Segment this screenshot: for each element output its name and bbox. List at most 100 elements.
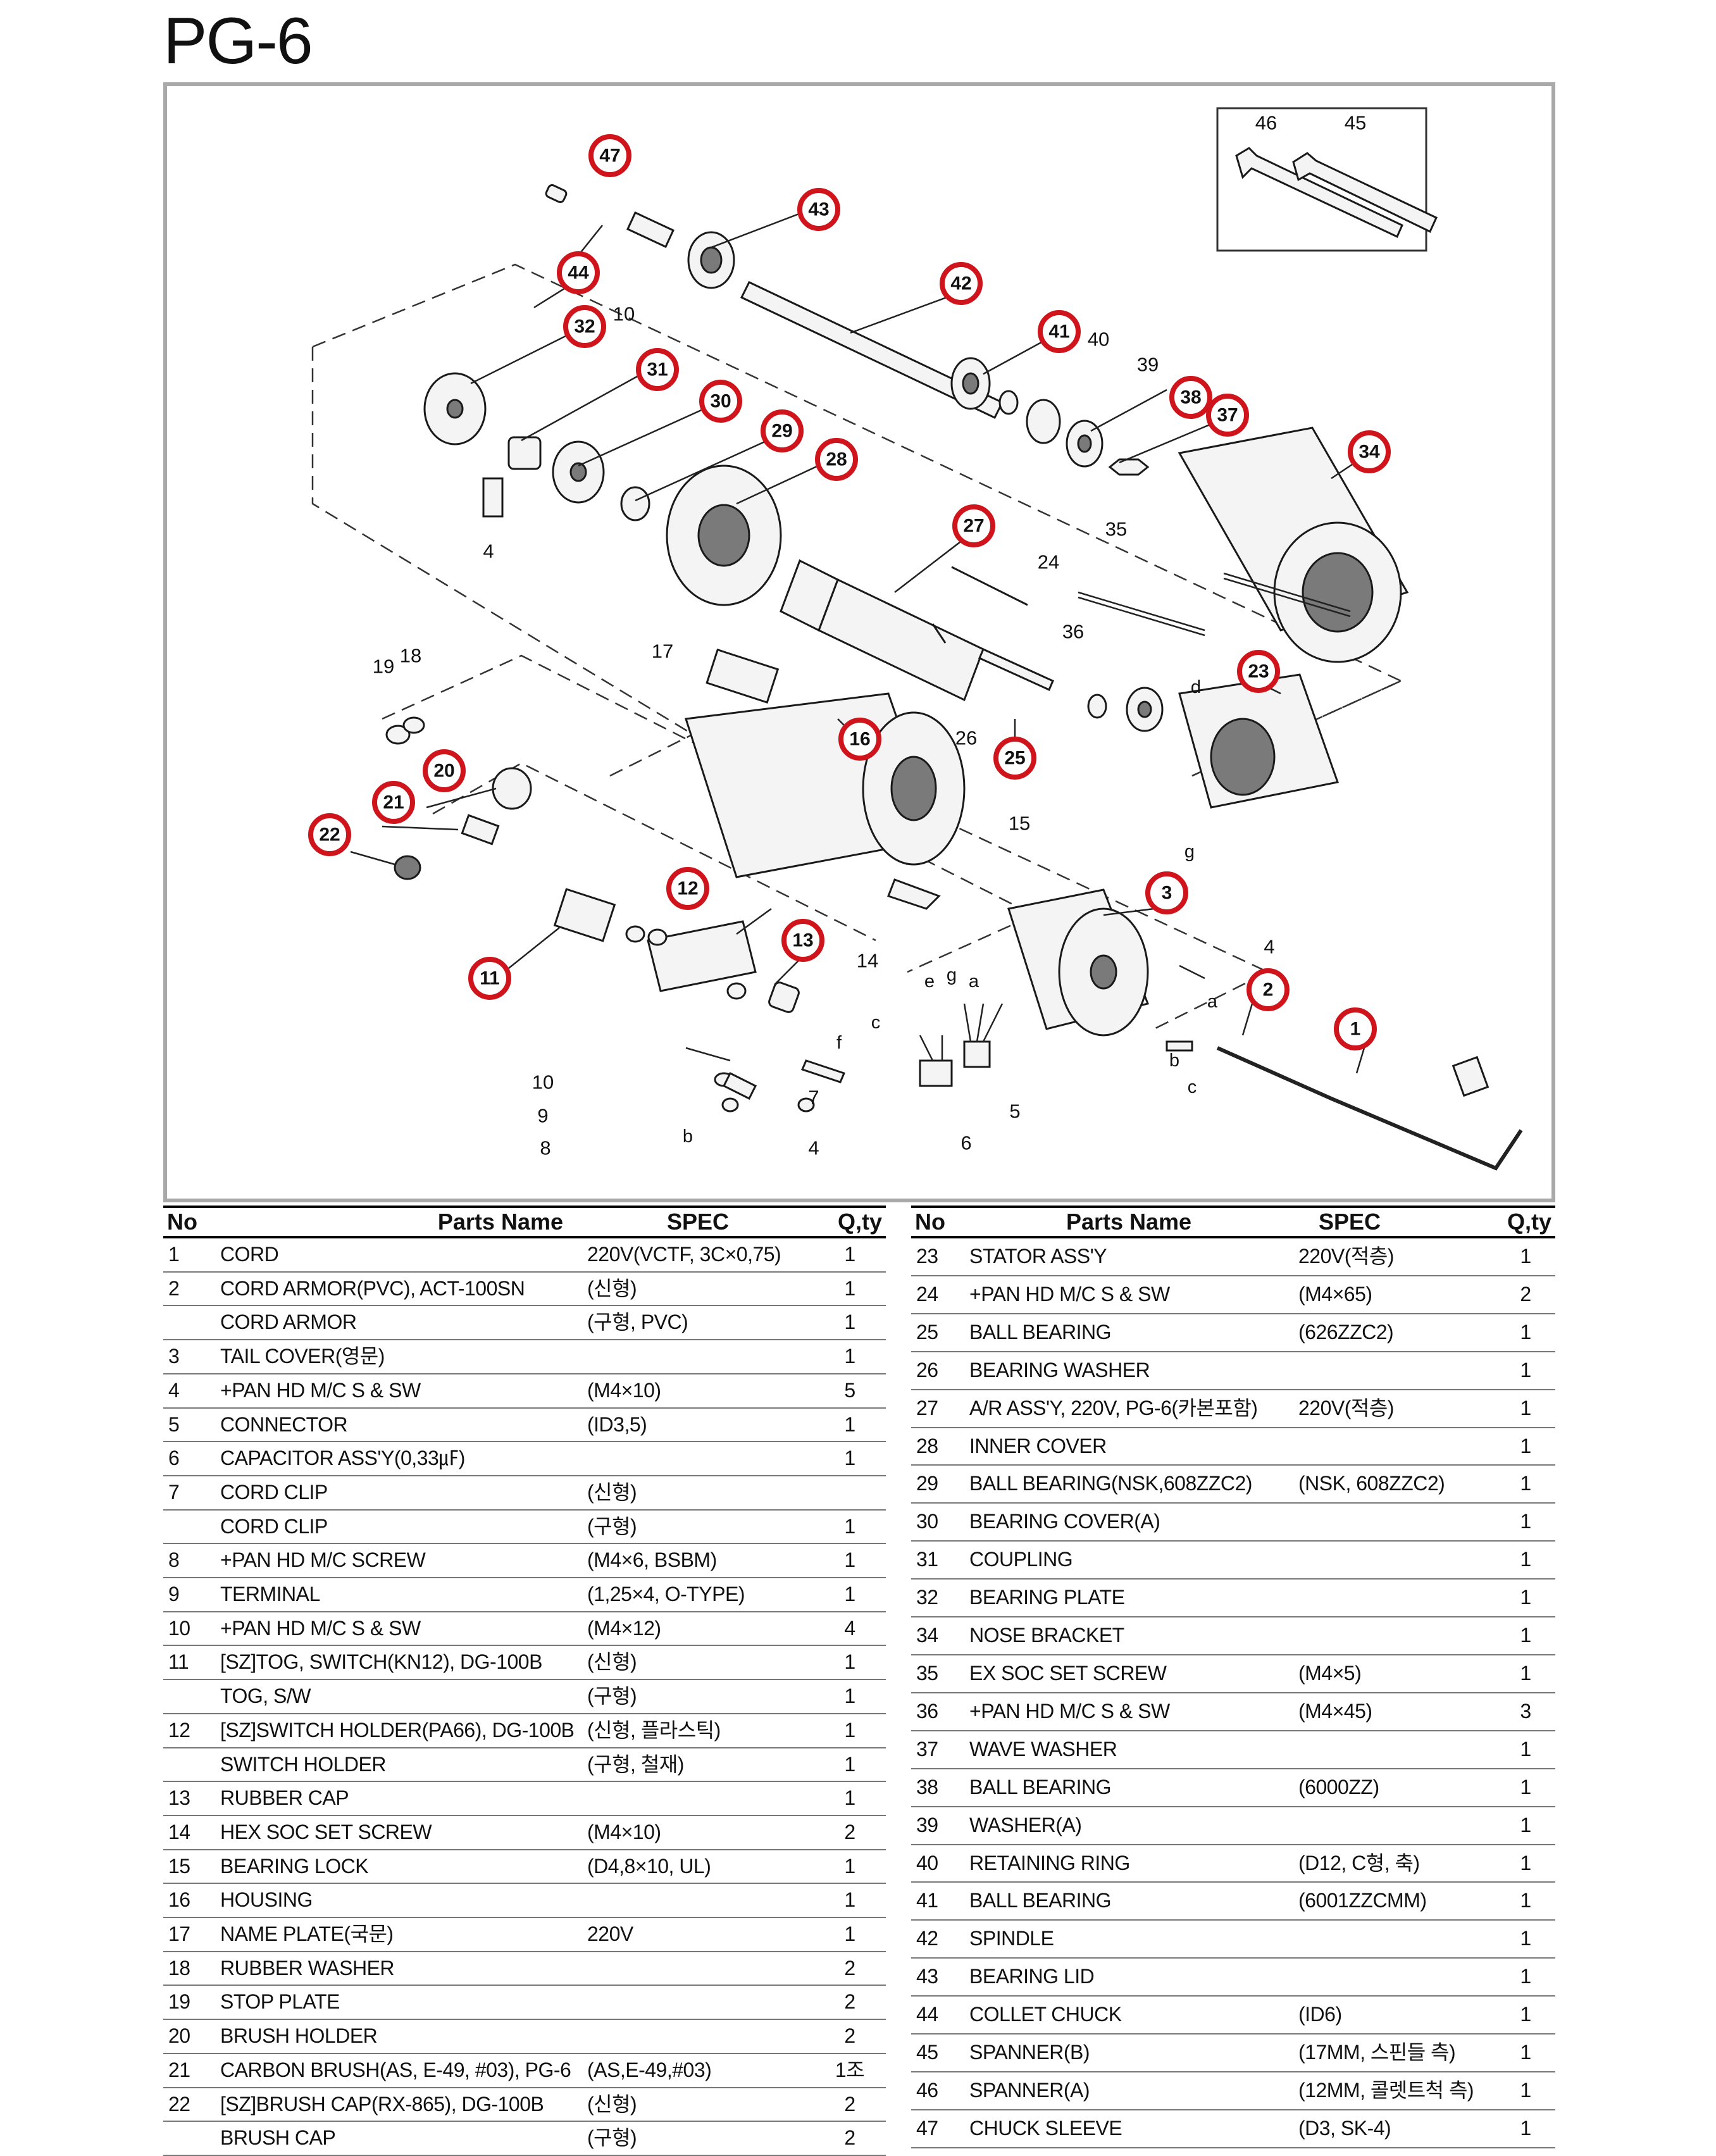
- callout: 28: [815, 438, 858, 481]
- cell-qty: 2: [814, 1951, 886, 1986]
- svg-text:b: b: [683, 1126, 693, 1147]
- svg-text:18: 18: [400, 645, 421, 667]
- cell-parts-name: BALL BEARING(NSK,608ZZC2): [964, 1465, 1293, 1504]
- cell-qty: 2: [814, 2087, 886, 2122]
- svg-text:4: 4: [808, 1137, 819, 1159]
- cell-spec: [1293, 1351, 1496, 1390]
- cell-spec: (D4,8×10, UL): [582, 1849, 814, 1885]
- cell-spec: (NSK, 608ZZC2): [1293, 1465, 1496, 1504]
- table-row: TOG, S/W(구형)1: [163, 1679, 886, 1714]
- svg-text:17: 17: [652, 640, 673, 663]
- cell-no: 47: [911, 2109, 964, 2148]
- cell-qty: 4: [814, 1611, 886, 1647]
- cell-parts-name: BEARING WASHER: [964, 1351, 1293, 1390]
- callout: 3: [1145, 871, 1188, 914]
- cell-parts-name: [SZ]BRUSH CAP(RX-865), DG-100B: [215, 2087, 582, 2122]
- page-title: PG-6: [163, 4, 313, 78]
- cell-qty: [814, 1475, 886, 1511]
- svg-text:32: 32: [574, 316, 595, 337]
- cell-qty: 1: [814, 1917, 886, 1952]
- cell-parts-name: COUPLING: [964, 1541, 1293, 1580]
- cell-spec: (구형, 철재): [582, 1747, 814, 1783]
- header-qty: Q,ty: [814, 1206, 886, 1238]
- letter-labels: d g e g a c f a b c b: [683, 677, 1218, 1147]
- cell-parts-name: NAME PLATE(국문): [215, 1917, 582, 1952]
- table-row: 4+PAN HD M/C S & SW(M4×10)5: [163, 1373, 886, 1409]
- cell-no: 46: [911, 2071, 964, 2110]
- cell-no: 43: [911, 1958, 964, 1997]
- table-row: 8+PAN HD M/C SCREW(M4×6, BSBM)1: [163, 1543, 886, 1579]
- cell-qty: 1: [1496, 1351, 1555, 1390]
- cell-no: 15: [163, 1849, 215, 1885]
- cell-qty: 2: [1496, 1275, 1555, 1314]
- svg-text:23: 23: [1248, 661, 1269, 682]
- callout: 38: [1169, 376, 1212, 419]
- cell-no: 9: [163, 1578, 215, 1612]
- cell-no: 14: [163, 1815, 215, 1850]
- cell-parts-name: BRUSH HOLDER: [215, 2019, 582, 2054]
- cell-parts-name: HOUSING: [215, 1883, 582, 1919]
- rear-bearing-parts: [423, 372, 782, 606]
- cell-parts-name: CONNECTOR: [215, 1407, 582, 1443]
- cell-no: 17: [163, 1917, 215, 1952]
- cell-no: 11: [163, 1645, 215, 1681]
- cell-qty: 1: [814, 1237, 886, 1273]
- callout: 23: [1237, 650, 1280, 693]
- cell-qty: 1: [1496, 1389, 1555, 1428]
- header-spec: SPEC: [1293, 1206, 1496, 1238]
- svg-text:12: 12: [677, 878, 698, 899]
- cell-qty: 1: [1496, 1579, 1555, 1618]
- cell-parts-name: BRUSH CAP: [215, 2121, 582, 2156]
- cell-no: 5: [163, 1407, 215, 1443]
- cell-no: 30: [911, 1503, 964, 1542]
- cell-parts-name: HEX SOC SET SCREW: [215, 1815, 582, 1850]
- callout: 16: [838, 718, 881, 761]
- callout: 29: [761, 409, 804, 452]
- cell-no: 42: [911, 1920, 964, 1959]
- svg-text:16: 16: [849, 729, 870, 750]
- svg-text:10: 10: [532, 1071, 554, 1094]
- cell-no: 20: [163, 2019, 215, 2054]
- cell-parts-name: SWITCH HOLDER: [215, 1747, 582, 1783]
- table-header-row: No Parts Name SPEC Q,ty: [163, 1206, 886, 1238]
- cell-no: 10: [163, 1611, 215, 1647]
- cell-qty: 1: [814, 1442, 886, 1476]
- cell-parts-name: CORD ARMOR(PVC), ACT-100SN: [215, 1271, 582, 1307]
- cell-parts-name: +PAN HD M/C S & SW: [215, 1373, 582, 1409]
- svg-text:45: 45: [1345, 112, 1366, 134]
- cell-no: 23: [911, 1237, 964, 1276]
- cell-spec: [1293, 1806, 1496, 1845]
- cell-spec: (ID6): [1293, 1996, 1496, 2035]
- svg-text:b: b: [1169, 1050, 1179, 1071]
- cell-no: 21: [163, 2053, 215, 2088]
- cell-spec: [582, 1985, 814, 2021]
- svg-text:c: c: [871, 1013, 881, 1033]
- cell-no: 45: [911, 2034, 964, 2072]
- plain-labels: 46 45 10 40 39 4 35 24 36 19 18 17 26 15…: [373, 112, 1366, 1159]
- table-row: CORD ARMOR(구형, PVC)1: [163, 1305, 886, 1341]
- callout: 12: [666, 867, 709, 910]
- exploded-diagram-frame: 47 43 44 42 32 41 31 30 29 28 38 37 34 2…: [163, 82, 1555, 1202]
- cell-parts-name: CORD CLIP: [215, 1475, 582, 1511]
- cell-no: [163, 1305, 215, 1341]
- svg-text:21: 21: [383, 792, 404, 813]
- table-header-row: No Parts Name SPEC Q,ty: [911, 1206, 1555, 1238]
- svg-text:3: 3: [1162, 883, 1172, 904]
- capacitor-and-connector: [919, 1003, 1004, 1087]
- svg-text:6: 6: [961, 1132, 971, 1154]
- callout: 2: [1247, 968, 1290, 1011]
- cell-qty: 1: [1496, 1806, 1555, 1845]
